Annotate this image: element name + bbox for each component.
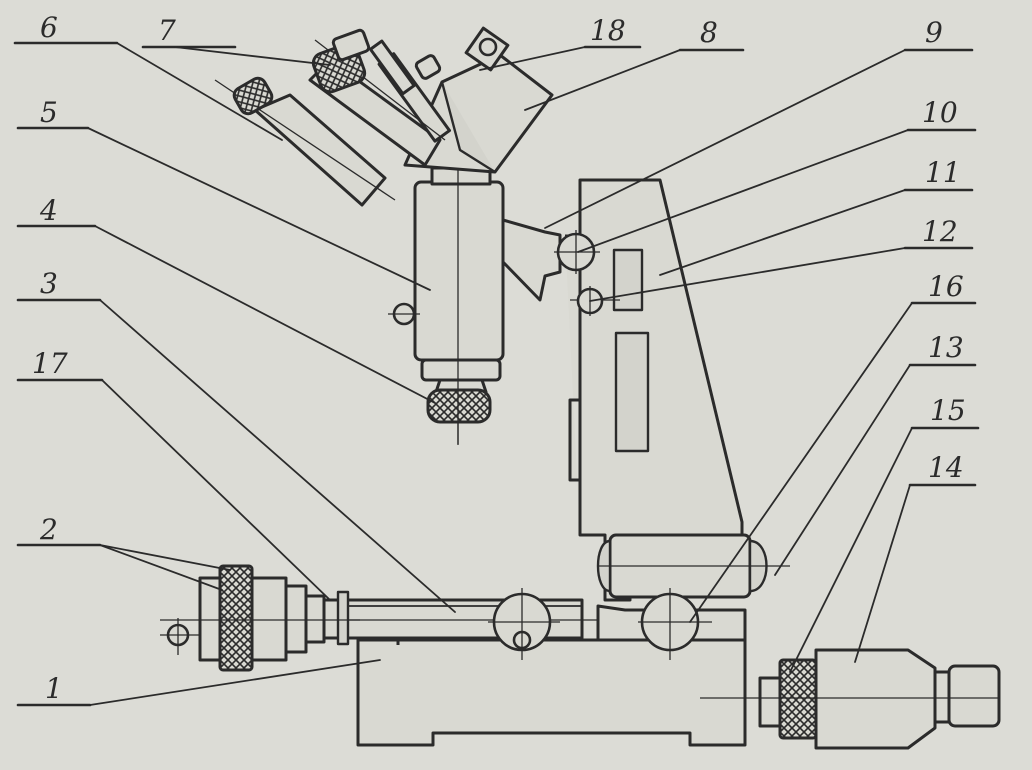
callout-7: 7 [158, 14, 176, 47]
callout-4: 4 [39, 194, 58, 227]
slide-clamp-roller [488, 588, 560, 660]
callout-15: 15 [930, 394, 966, 427]
eyepiece-knurled-caps [232, 28, 442, 116]
callout-14: 14 [928, 451, 964, 484]
callout-1: 1 [45, 672, 63, 705]
left-knurled-drum [218, 564, 254, 672]
callout-11: 11 [925, 156, 961, 189]
lower-slide [596, 533, 790, 660]
callout-5: 5 [40, 96, 58, 129]
callout-18: 18 [590, 14, 626, 47]
eyepiece-prism-head [403, 26, 554, 174]
callout-13: 13 [928, 331, 964, 364]
base-body [356, 638, 747, 747]
callout-8: 8 [700, 16, 718, 49]
callout-labels: 6 7 18 8 5 4 3 17 2 1 9 10 11 12 16 13 1… [32, 11, 966, 705]
callout-10: 10 [922, 96, 958, 129]
right-micrometer-head [700, 648, 1001, 750]
stand-window-upper [612, 248, 644, 312]
callout-2: 2 [39, 513, 58, 546]
stand-window-lower [614, 331, 650, 453]
column-stand [565, 178, 744, 602]
callout-17: 17 [32, 347, 68, 380]
callout-6: 6 [40, 11, 58, 44]
microscope-tube [388, 160, 505, 445]
callout-3: 3 [40, 267, 58, 300]
objective-knurled-ring [426, 378, 492, 444]
callout-12: 12 [922, 215, 958, 248]
callout-16: 16 [928, 270, 964, 303]
tube-arm [501, 218, 600, 302]
right-knurled-drum [778, 658, 818, 740]
leader-lines [13, 41, 980, 707]
callout-9: 9 [925, 16, 943, 49]
left-micrometer-head [160, 564, 360, 672]
